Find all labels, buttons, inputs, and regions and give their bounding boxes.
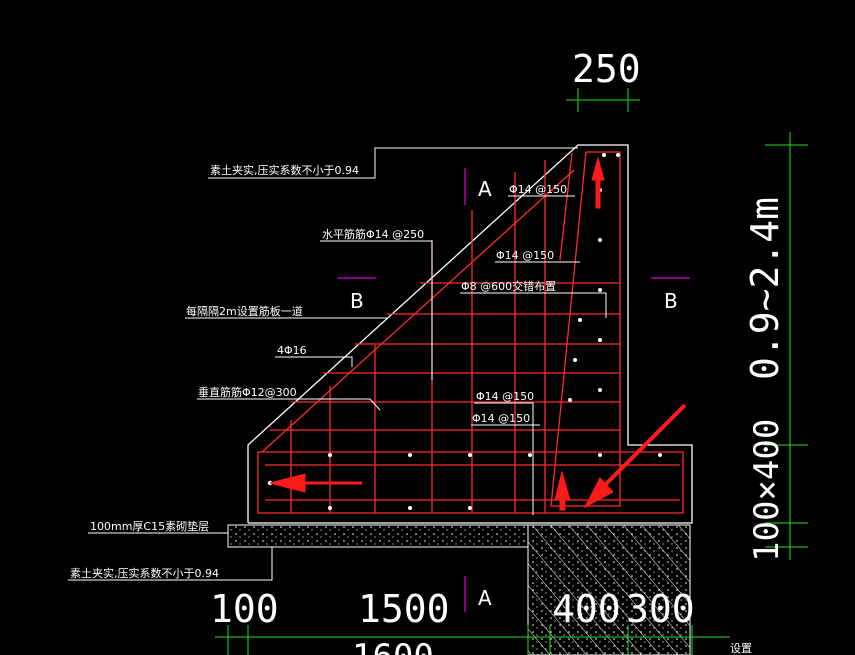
section-marks [338, 168, 690, 612]
note-c15-cushion: 100mm厚C15素砌垫层 [90, 519, 209, 533]
dim-top-width: 250 [572, 47, 641, 91]
dim-bottom-right-a: 400 [552, 587, 621, 631]
foundation-soil-block [527, 524, 691, 655]
red-arrows [269, 156, 687, 511]
section-mark-b-left: B [350, 289, 364, 313]
dim-wall-height: 0.9~2.4m [743, 197, 787, 380]
wall-outline [247, 144, 693, 524]
note-phi14-150-mid: Φ14 @150 [496, 249, 554, 262]
arrow-up-top [591, 156, 605, 209]
arrow-diagonal [583, 403, 687, 509]
rebar-dots [267, 153, 662, 510]
arrow-up-bottom [554, 470, 571, 511]
rebar-base-loop [257, 451, 684, 514]
dim-bottom-left: 100 [210, 587, 279, 631]
arrow-left-base [269, 473, 362, 493]
rebar-stem-loop [550, 151, 621, 507]
rebar-slope-bar [261, 169, 575, 453]
dim-bottom-mid: 1500 [358, 587, 450, 631]
note-vertical-rebar: 垂直筋筋Φ12@300 [198, 385, 297, 399]
note-every-2m: 每隔隔2m设置筋板一道 [186, 304, 303, 318]
note-phi8-600: Φ8 @600交错布置 [461, 279, 556, 293]
leader-lines [68, 147, 607, 581]
section-mark-a-top: A [478, 177, 492, 201]
note-phi14-150-base2: Φ14 @150 [472, 412, 530, 425]
c15-cushion-layer [227, 524, 529, 548]
note-phi14-150-base1: Φ14 @150 [476, 390, 534, 403]
section-mark-a-bottom: A [478, 586, 492, 610]
dim-bottom-total: 1600 [352, 637, 434, 655]
note-backfill-bottom: 素土夹实,压实系数不小于0.94 [70, 566, 219, 580]
note-corner: 设置 [730, 642, 752, 655]
dimension-lines [215, 88, 808, 655]
note-horizontal-rebar: 水平筋筋Φ14 @250 [322, 227, 424, 241]
note-four-phi16: 4Φ16 [277, 344, 307, 357]
section-mark-b-right: B [664, 289, 678, 313]
note-phi14-150-top: Φ14 @150 [509, 183, 567, 196]
rebar-inner-stem [559, 152, 573, 261]
rebar-cage [257, 151, 684, 514]
dim-base-thickness: 100×400 [747, 419, 787, 562]
dim-bottom-right-b: 300 [626, 587, 695, 631]
note-backfill-top: 素土夹实,压实系数不小于0.94 [210, 163, 359, 177]
